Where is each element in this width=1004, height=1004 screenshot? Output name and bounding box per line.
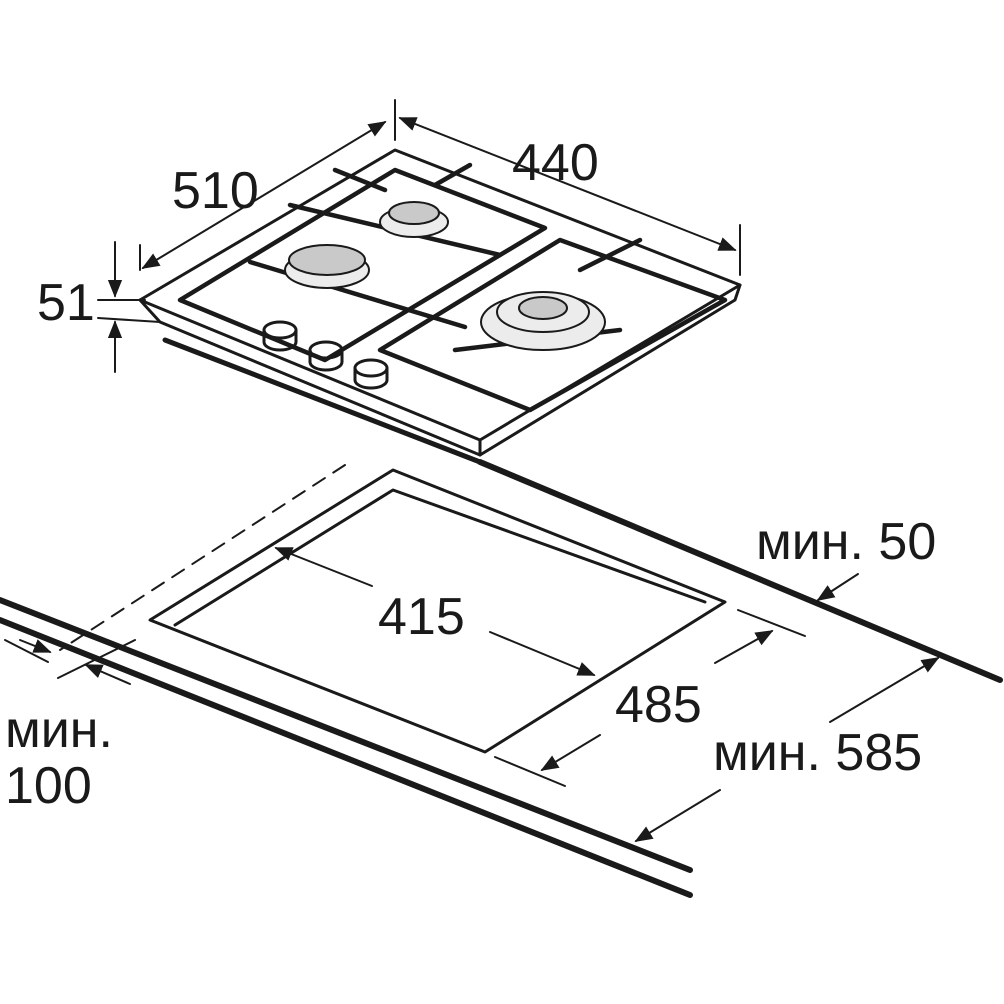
label-cutout-width: 415: [378, 588, 465, 646]
knob-1: [262, 320, 298, 352]
burner-wok: [480, 291, 606, 351]
cutout-inner: [173, 488, 707, 627]
worktop-rear-edge: [477, 459, 1003, 683]
label-min-front-line1: мин.: [5, 701, 113, 759]
knob-3: [353, 358, 389, 390]
hob-dimension-lines: [97, 99, 741, 373]
burner-rear-left: [379, 201, 449, 238]
grate-right: [377, 237, 728, 413]
hob-right-edge: [478, 283, 742, 457]
worktop-front-edge-1: [0, 597, 693, 873]
hob-front-edge: [138, 298, 482, 457]
worktop-front-edge-2: [0, 617, 693, 898]
label-cutout-depth: 485: [615, 676, 702, 734]
knob-2: [308, 340, 344, 372]
worktop: [0, 459, 1003, 898]
cutout-dimension-lines: [4, 547, 940, 842]
label-min-front-line2: 100: [5, 757, 92, 815]
worktop-left-dashed: [59, 464, 346, 651]
label-min-back: мин. 50: [756, 513, 936, 571]
cutout-outer: [148, 468, 727, 754]
label-hob-width: 440: [512, 134, 599, 192]
label-hob-depth: 510: [172, 162, 259, 220]
label-hob-height: 51: [37, 274, 95, 332]
label-min-worktop: мин. 585: [713, 724, 922, 782]
hob-base: [162, 337, 483, 465]
burner-front-left: [284, 244, 370, 289]
